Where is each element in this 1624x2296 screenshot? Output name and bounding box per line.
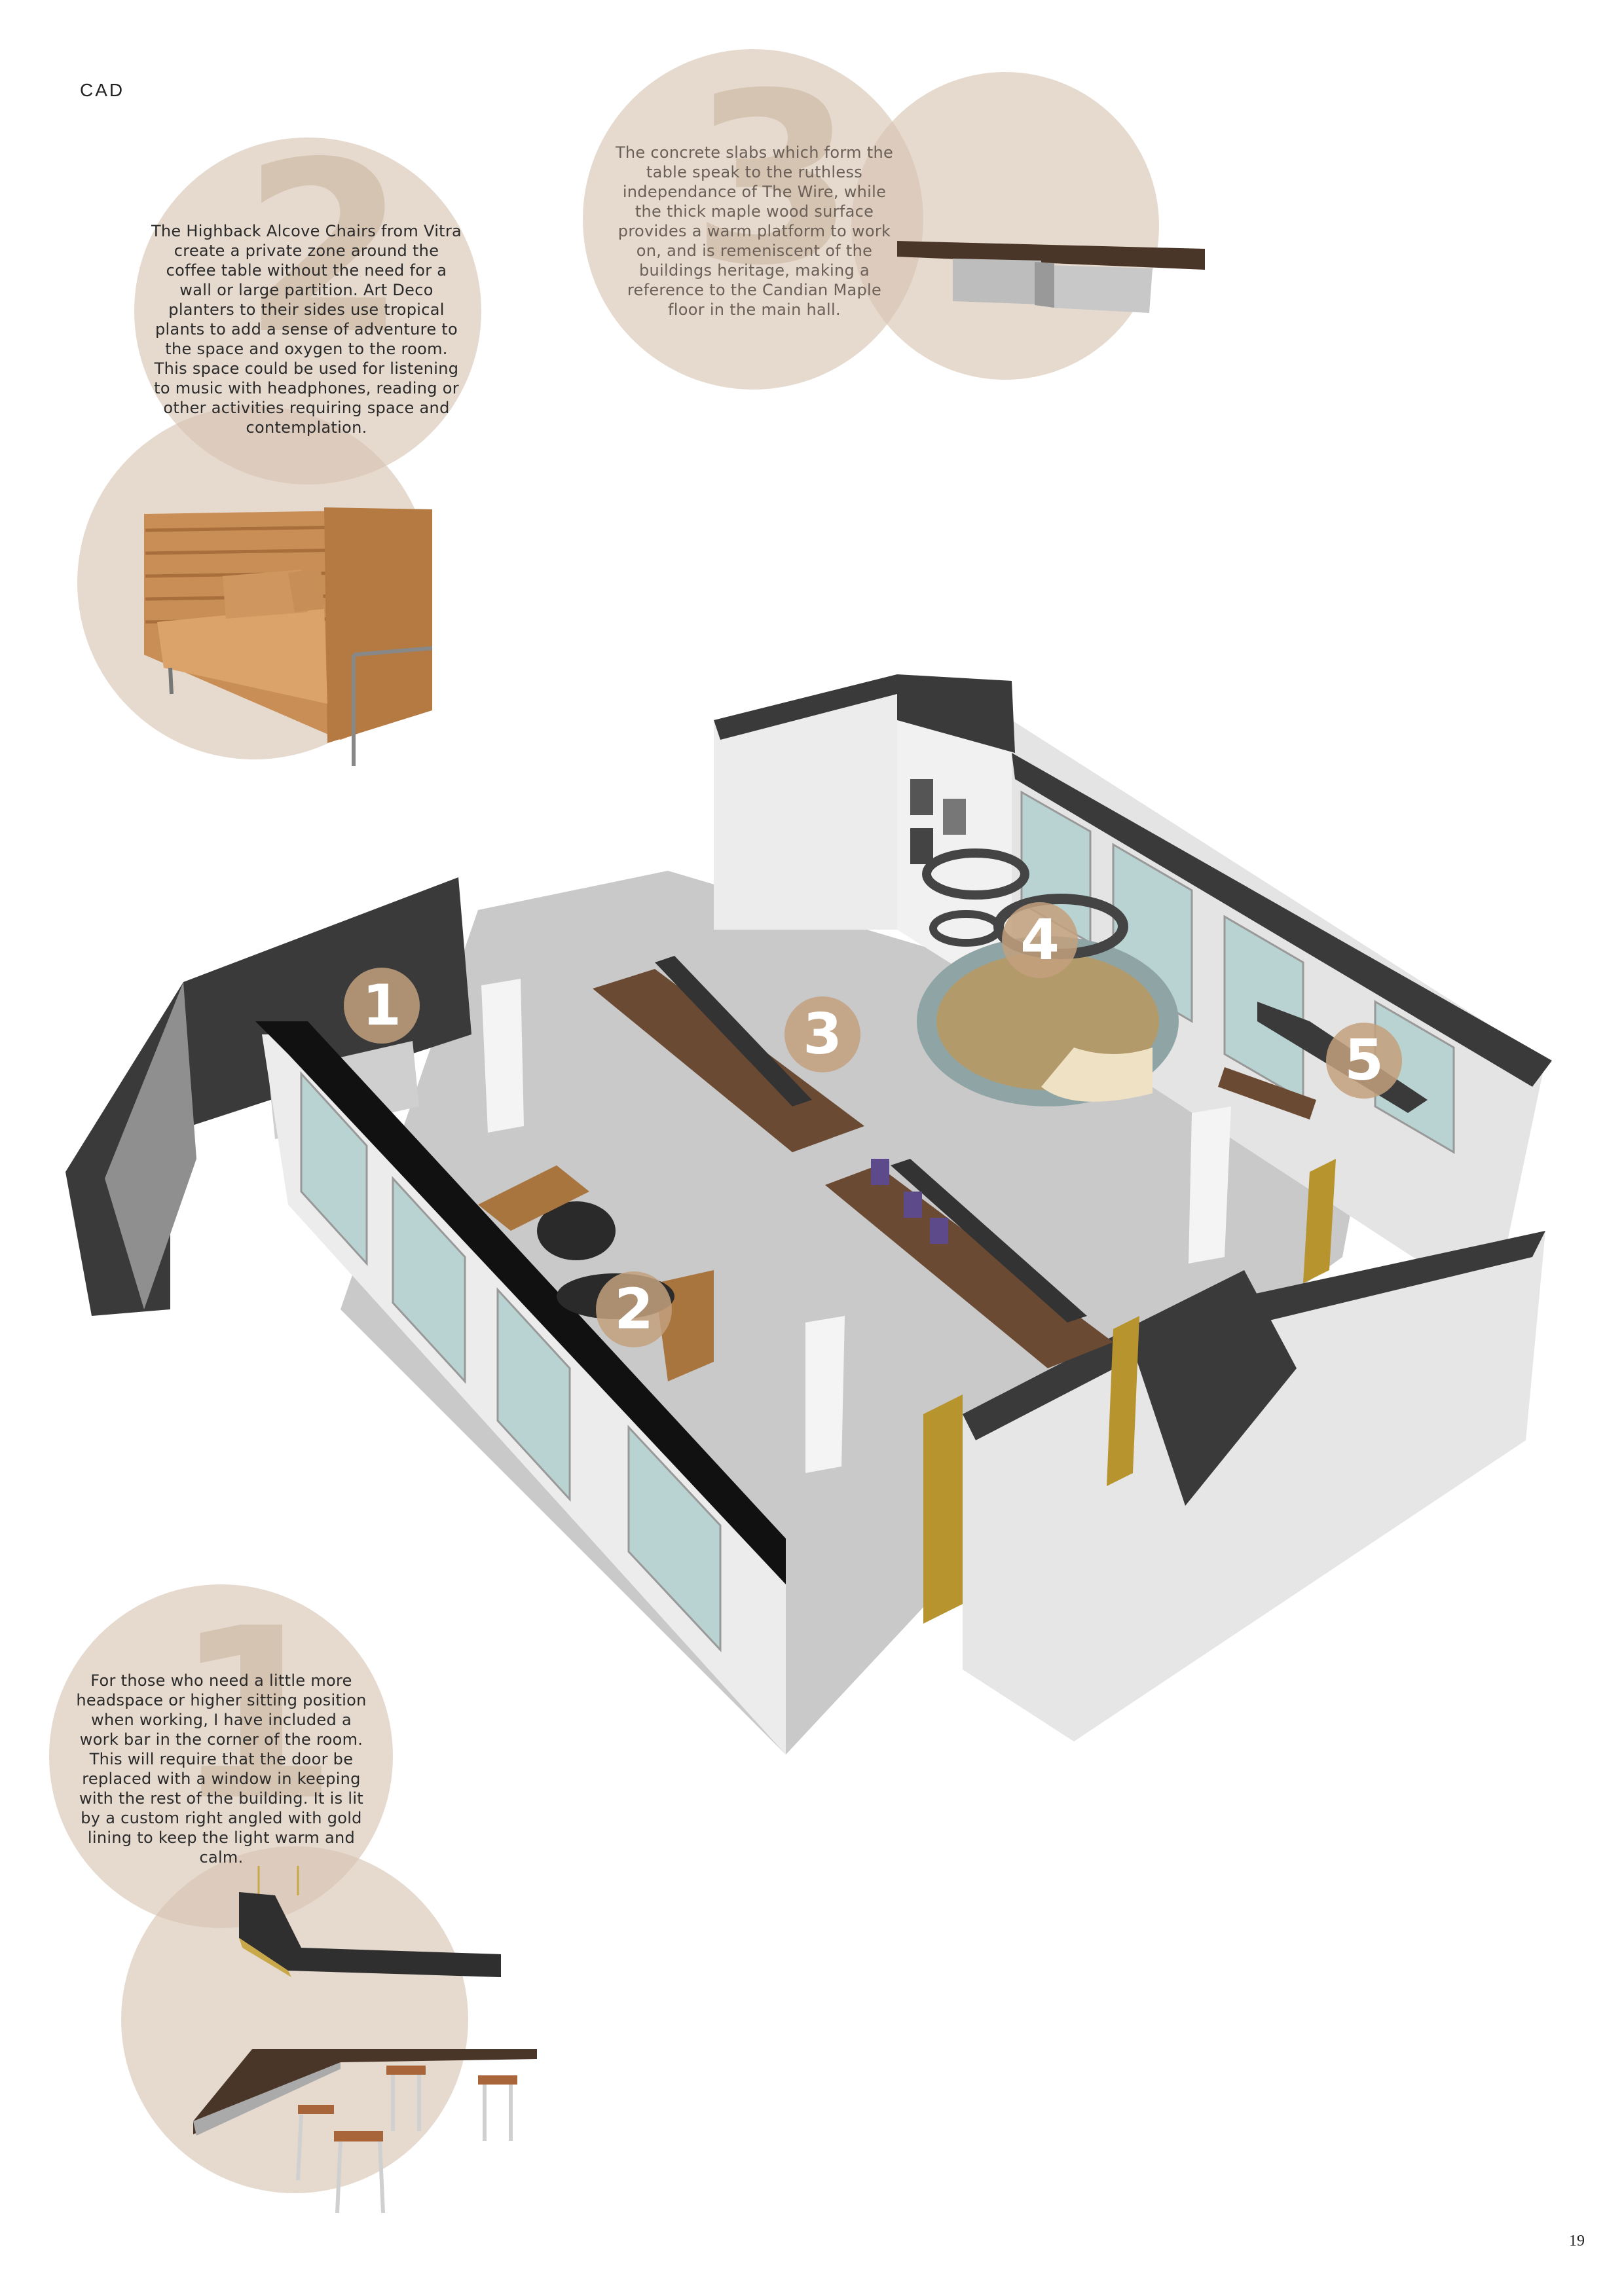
gold-panel-1 [923, 1394, 963, 1624]
left-wall [65, 877, 471, 1316]
plan-marker-4: 4 [1002, 902, 1078, 978]
window-front-4 [627, 1425, 722, 1652]
back-wall [714, 674, 897, 930]
window-back-3 [1223, 915, 1304, 1102]
note-3-text: The concrete slabs which form the table … [615, 143, 894, 319]
note-3-numeral: 3 [691, 43, 855, 317]
note-3-circle-right [851, 72, 1159, 380]
note-2-numeral: 2 [242, 111, 407, 386]
note-2-text: The Highback Alcove Chairs from Vitra cr… [151, 222, 462, 437]
note-2-circle-bottom [77, 406, 431, 759]
curved-sofa [1041, 1048, 1153, 1102]
table-long-right [825, 1165, 1113, 1368]
note-1-text: For those who need a little more headspa… [76, 1671, 367, 1867]
note-1-circle-bottom [121, 1846, 468, 2193]
window-back-2 [1112, 843, 1193, 1023]
window-front-1 [300, 1071, 368, 1266]
page-number: 19 [1569, 2232, 1585, 2250]
window-front-2 [392, 1176, 466, 1384]
right-back-wall [1012, 720, 1545, 1309]
corner-bar [1218, 1067, 1316, 1120]
plan-marker-1: 1 [344, 968, 420, 1044]
gold-panel-2 [1107, 1316, 1139, 1486]
coffee-table [537, 1201, 616, 1260]
note-1-numeral: 1 [174, 1578, 338, 1852]
plan-marker-3: 3 [784, 996, 860, 1072]
front-right-block [963, 1231, 1545, 1741]
plan-marker-2: 2 [596, 1271, 672, 1347]
window-front-3 [496, 1287, 571, 1502]
gold-panel-3 [1303, 1159, 1336, 1283]
plan-marker-5: 5 [1326, 1023, 1402, 1099]
floor-plane [341, 871, 1375, 1755]
page-header-title: CAD [80, 80, 125, 100]
